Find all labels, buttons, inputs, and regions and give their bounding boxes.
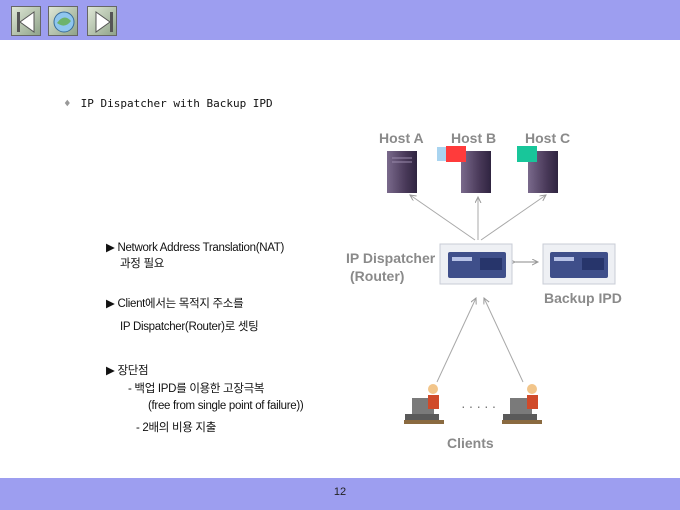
bullet-marker: ▶ xyxy=(106,365,115,377)
host-a-label: Host A xyxy=(379,130,424,146)
point-pros-cons: ▶ 장단점 xyxy=(106,362,149,378)
point-nat-line2: 과정 필요 xyxy=(120,258,165,270)
host-c-server-icon xyxy=(517,146,558,193)
arrow-to-host-c xyxy=(480,195,546,241)
arrow-client2-to-dispatcher xyxy=(484,298,524,383)
point-text: Network Address Translation(NAT) xyxy=(117,242,285,254)
host-c-flag xyxy=(517,146,537,162)
ellipsis-dots: ····· xyxy=(461,398,500,414)
client-1-icon xyxy=(404,384,444,424)
home-icon[interactable] xyxy=(48,6,78,36)
pros-line-2: (free from single point of failure)) xyxy=(148,400,304,412)
host-b-server-icon xyxy=(437,146,491,193)
bottom-bar xyxy=(0,478,680,510)
host-b-label: Host B xyxy=(451,130,497,146)
client-2-icon xyxy=(502,384,542,424)
page-number: 12 xyxy=(333,486,347,498)
clients-label: Clients xyxy=(447,435,494,451)
host-b-flag xyxy=(446,146,466,162)
cons-line: - 2배의 비용 지출 xyxy=(136,422,216,434)
bullet-marker: ▶ xyxy=(106,242,115,254)
pros-line: - 백업 IPD를 이용한 고장극복 xyxy=(128,383,265,395)
slide-heading: ♦ IP Dispatcher with Backup IPD xyxy=(64,97,273,110)
point-text: 장단점 xyxy=(117,365,149,377)
host-c-label: Host C xyxy=(525,130,571,146)
prev-icon[interactable] xyxy=(11,6,41,36)
point-nat: ▶ Network Address Translation(NAT) xyxy=(106,240,284,254)
heading-bullet: ♦ xyxy=(64,97,71,110)
arrow-to-host-a xyxy=(410,195,476,241)
backup-ipd-router-icon xyxy=(542,243,616,285)
dispatcher-sublabel: (Router) xyxy=(350,268,405,284)
arrow-client1-to-dispatcher xyxy=(436,298,476,383)
host-a-server-icon xyxy=(387,151,417,193)
dispatcher-label: IP Dispatcher xyxy=(346,250,436,266)
heading-text: IP Dispatcher with Backup IPD xyxy=(80,97,273,110)
point-text: Client에서는 목적지 주소를 xyxy=(117,298,244,310)
ip-dispatcher-router-icon xyxy=(439,243,513,285)
point-client: ▶ Client에서는 목적지 주소를 xyxy=(106,295,244,311)
bullet-marker: ▶ xyxy=(106,298,115,310)
point-client-line2: IP Dispatcher(Router)로 셋팅 xyxy=(120,321,259,333)
next-icon[interactable] xyxy=(87,6,117,36)
backup-label: Backup IPD xyxy=(544,290,622,306)
